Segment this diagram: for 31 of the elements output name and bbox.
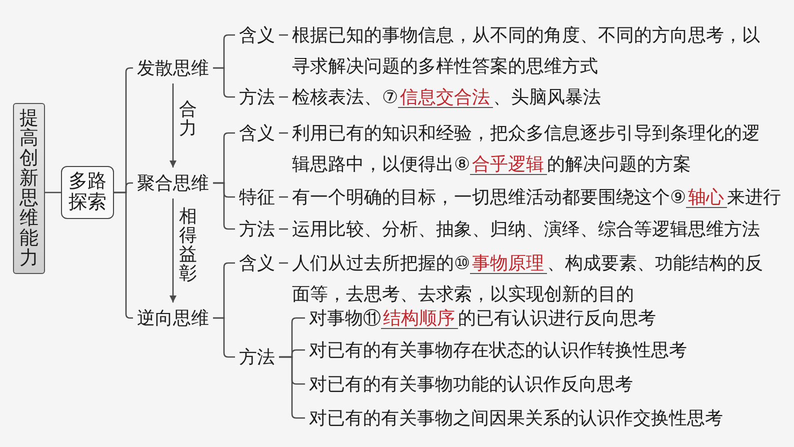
connector-line <box>279 96 288 98</box>
arrow <box>170 198 176 302</box>
edge-label: 相得益彰 <box>178 207 198 283</box>
branch-label: 聚合思维 <box>133 168 213 198</box>
arrow <box>170 84 176 168</box>
edge-label: 合力 <box>178 100 198 138</box>
branch-label: 发散思维 <box>133 52 213 84</box>
category-label: 含义 <box>235 20 279 50</box>
connector-line <box>279 228 288 230</box>
category-label: 方法 <box>235 82 279 112</box>
topic-box: 提高创新思维能力 <box>13 103 45 274</box>
category-label: 特征 <box>235 182 279 212</box>
hub-box: 多路探索 <box>61 166 114 219</box>
description-text: 有一个明确的目标，一切思维活动都要围绕这个⑨轴心来进行 <box>288 182 786 212</box>
description-text: 运用比较、分析、抽象、归纳、演绎、综合等逻辑思维方法 <box>288 214 764 244</box>
branch-label: 逆向思维 <box>133 302 213 334</box>
category-label: 含义 <box>235 118 279 148</box>
category-label: 方法 <box>235 214 279 244</box>
method-item: 对已有的有关事物之间因果关系的认识作交换性思考 <box>305 402 727 434</box>
category-label: 方法 <box>235 342 279 372</box>
connector-line <box>279 132 288 134</box>
connector-line <box>279 262 288 264</box>
connector-line <box>279 196 288 198</box>
connector-line <box>45 192 61 194</box>
method-item: 对已有的有关事物功能的认识作反向思考 <box>305 368 637 400</box>
connector-line <box>279 34 288 36</box>
description-text: 利用已有的知识和经验，把众多信息逐步引导到条理化的逻辑思路中，以便得出⑧合乎逻辑的解决问题的方案 <box>288 118 776 180</box>
description-text: 检核表法、⑦信息交合法、头脑风暴法 <box>288 82 606 112</box>
description-text: 根据已知的事物信息，从不同的角度、不同的方向思考，以寻求解决问题的多样性答案的思维方式 <box>288 20 776 82</box>
method-item: 对已有的有关事物存在状态的认识作转换性思考 <box>305 334 691 366</box>
category-label: 含义 <box>235 248 279 278</box>
